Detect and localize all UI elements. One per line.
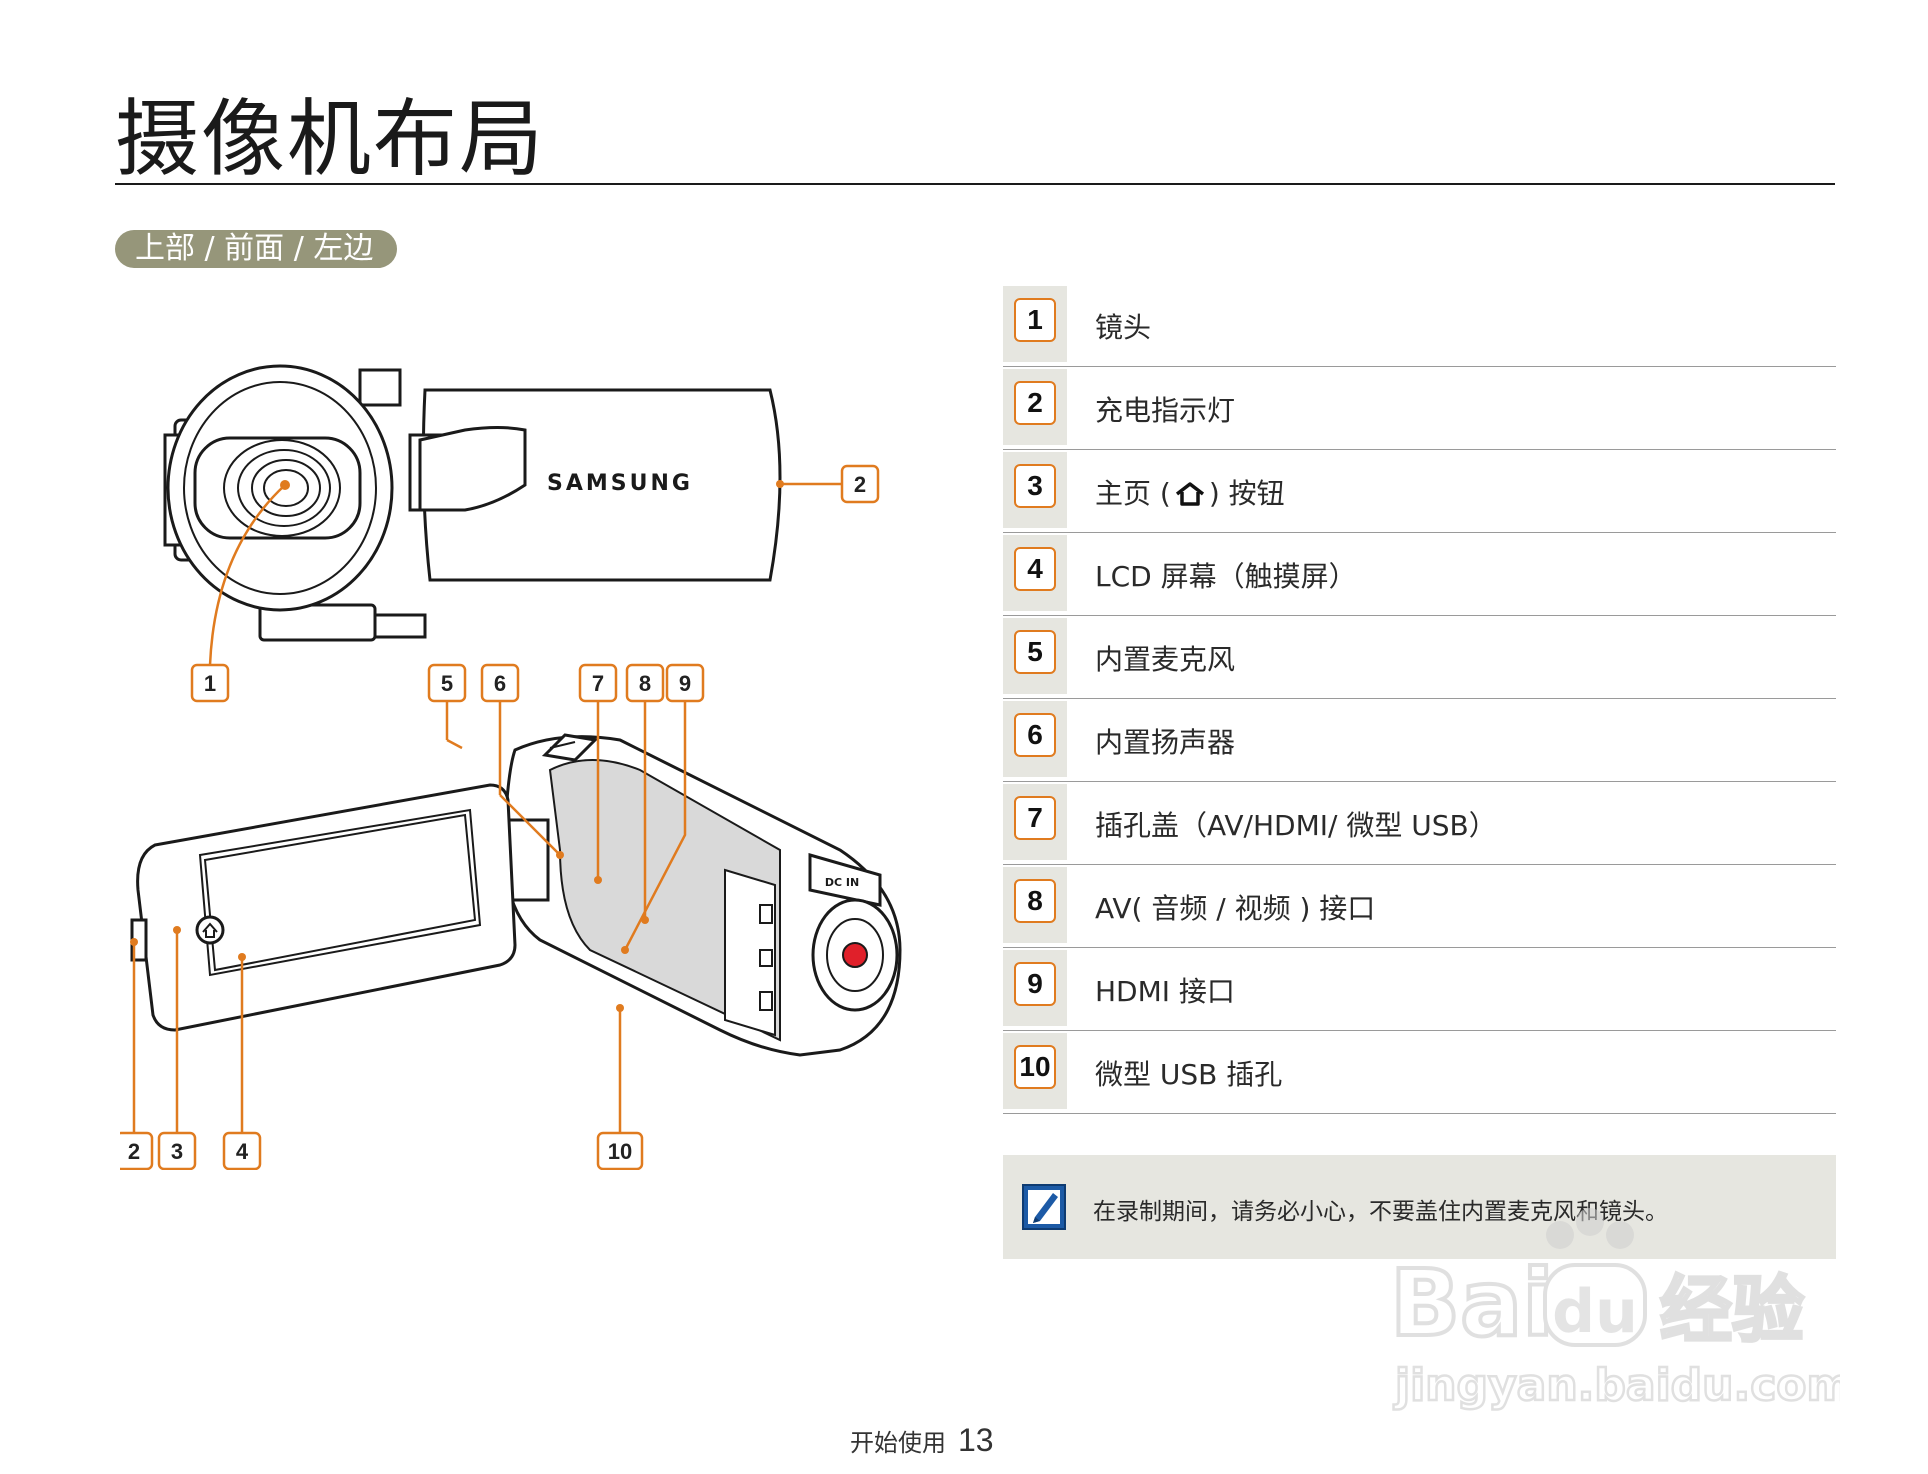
svg-text:5: 5 — [441, 671, 453, 696]
legend-row: 7 插孔盖（AV/HDMI/ 微型 USB） — [1003, 782, 1836, 865]
legend-row: 1 镜头 — [1003, 284, 1836, 367]
legend-row: 5 内置麦克风 — [1003, 616, 1836, 699]
callout-7: 7 — [578, 663, 618, 703]
legend-row: 6 内置扬声器 — [1003, 699, 1836, 782]
callout-1-top: 1 — [190, 663, 230, 703]
dc-in-label: DC IN — [825, 876, 859, 889]
legend-number: 5 — [1014, 630, 1056, 674]
legend-row: 10 微型 USB 插孔 — [1003, 1031, 1836, 1114]
legend-row: 8 AV( 音频 / 视频 ) 接口 — [1003, 865, 1836, 948]
home-icon — [1175, 482, 1204, 506]
record-button-dot — [842, 942, 868, 968]
note-text: 在录制期间，请务必小心，不要盖住内置麦克风和镜头。 — [1093, 1199, 1668, 1225]
legend-number: 10 — [1014, 1045, 1056, 1089]
watermark-brand: Bai — [1390, 1250, 1554, 1357]
memo-pencil-icon — [1022, 1184, 1066, 1230]
legend-label: 内置麦克风 — [1095, 643, 1236, 676]
legend-label-text: 主页 ( — [1095, 477, 1171, 510]
svg-text:2: 2 — [128, 1139, 140, 1164]
legend-label: 镜头 — [1095, 311, 1152, 344]
camcorder-side-view: DC IN — [130, 701, 902, 1133]
callout-6: 6 — [480, 663, 520, 703]
camcorder-diagram: SAMSUNG 1 2 DC IN — [120, 330, 960, 1170]
callout-10: 10 — [596, 1131, 644, 1170]
legend-row: 3 主页 ( ) 按钮 — [1003, 450, 1836, 533]
legend-label: AV( 音频 / 视频 ) 接口 — [1095, 892, 1376, 925]
legend-number: 9 — [1014, 962, 1056, 1006]
callout-8: 8 — [625, 663, 665, 703]
svg-text:2: 2 — [854, 472, 866, 497]
legend-label-text: ) 按钮 — [1208, 477, 1285, 510]
callout-2-top: 2 — [840, 464, 880, 504]
legend-label: LCD 屏幕（触摸屏） — [1095, 560, 1357, 593]
svg-text:6: 6 — [494, 671, 506, 696]
legend-row: 2 充电指示灯 — [1003, 367, 1836, 450]
legend-number: 2 — [1014, 381, 1056, 425]
legend-label: 内置扬声器 — [1095, 726, 1236, 759]
svg-text:3: 3 — [171, 1139, 183, 1164]
page-footer: 开始使用 13 — [850, 1422, 994, 1459]
legend-label: 主页 ( ) 按钮 — [1095, 472, 1285, 512]
note-box: 在录制期间，请务必小心，不要盖住内置麦克风和镜头。 — [1003, 1155, 1836, 1259]
svg-text:4: 4 — [236, 1139, 249, 1164]
legend-label: 微型 USB 插孔 — [1095, 1058, 1283, 1091]
page-title: 摄像机布局 — [115, 90, 546, 188]
svg-text:du: du — [1552, 1277, 1638, 1347]
svg-text:7: 7 — [592, 671, 604, 696]
legend-label: 插孔盖（AV/HDMI/ 微型 USB） — [1095, 809, 1497, 842]
watermark-suffix: 经验 — [1660, 1268, 1804, 1352]
legend-number: 6 — [1014, 713, 1056, 757]
home-button-illustration — [195, 915, 225, 945]
svg-text:1: 1 — [204, 671, 216, 696]
legend-number: 8 — [1014, 879, 1056, 923]
legend-row: 4 LCD 屏幕（触摸屏） — [1003, 533, 1836, 616]
legend-label: HDMI 接口 — [1095, 975, 1235, 1008]
samsung-logo-text: SAMSUNG — [547, 471, 693, 496]
watermark-url: jingyan.baidu.com — [1393, 1360, 1840, 1411]
footer-section: 开始使用 — [850, 1429, 946, 1457]
camcorder-front-view: SAMSUNG — [163, 364, 842, 666]
legend-number: 4 — [1014, 547, 1056, 591]
callout-3: 3 — [157, 1131, 197, 1170]
callout-9: 9 — [665, 663, 705, 703]
page-number: 13 — [958, 1422, 994, 1458]
svg-text:9: 9 — [679, 671, 691, 696]
legend-number: 3 — [1014, 464, 1056, 508]
legend-number: 1 — [1014, 298, 1056, 342]
legend-row: 9 HDMI 接口 — [1003, 948, 1836, 1031]
svg-text:10: 10 — [608, 1139, 632, 1164]
legend-number: 7 — [1014, 796, 1056, 840]
legend-label: 充电指示灯 — [1095, 394, 1236, 427]
parts-legend: 1 镜头 2 充电指示灯 3 主页 ( ) 按钮 4 LCD 屏幕（触摸屏） 5 … — [1003, 284, 1836, 1114]
callout-5: 5 — [427, 663, 467, 703]
svg-text:8: 8 — [639, 671, 651, 696]
callout-2-bottom: 2 — [120, 1131, 154, 1170]
callout-4: 4 — [222, 1131, 262, 1170]
title-divider — [115, 183, 1835, 185]
camcorder-illustration: SAMSUNG 1 2 DC IN — [120, 364, 902, 1170]
section-heading-pill: 上部 / 前面 / 左边 — [115, 230, 398, 268]
